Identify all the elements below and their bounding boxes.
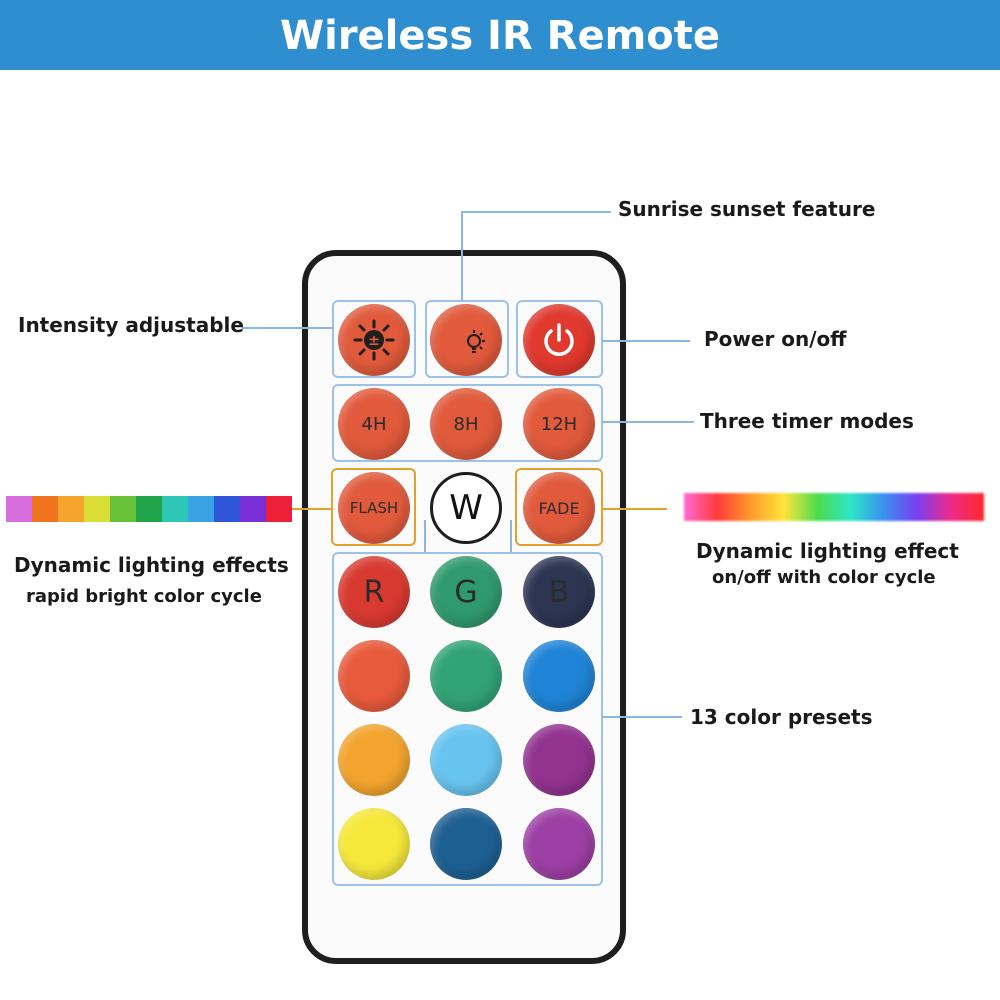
fade-callout-subtitle: on/off with color cycle	[712, 567, 936, 588]
sunrise-leader-horizontal	[461, 211, 611, 213]
red-button[interactable]: R	[338, 556, 410, 628]
power-leader	[602, 340, 690, 342]
fade-frame	[515, 468, 603, 546]
strip-swatch	[240, 496, 266, 522]
strip-swatch	[266, 496, 292, 522]
green-label: G	[454, 574, 478, 610]
timer-4h-button[interactable]: 4H	[338, 388, 410, 460]
color-preset-button[interactable]	[338, 724, 410, 796]
timer-leader	[602, 421, 694, 423]
brightness-button[interactable]: ±	[338, 304, 410, 376]
intensity-leader	[242, 327, 334, 329]
svg-text:±: ±	[368, 333, 380, 349]
power-icon	[523, 304, 595, 376]
color-preset-button[interactable]	[523, 808, 595, 880]
presets-frame	[332, 552, 603, 886]
fade-leader	[602, 508, 667, 510]
presets-callout: 13 color presets	[690, 705, 873, 729]
timer-4h-label: 4H	[361, 413, 387, 435]
strip-swatch	[110, 496, 136, 522]
sunrise-leader-vertical	[461, 211, 463, 301]
moon-sun-icon	[430, 304, 502, 376]
presets-frame-notch-left	[424, 520, 426, 552]
color-preset-button[interactable]	[430, 640, 502, 712]
timer-12h-label: 12H	[540, 413, 578, 435]
color-preset-button[interactable]	[523, 724, 595, 796]
sunrise-callout: Sunrise sunset feature	[618, 197, 876, 221]
green-button[interactable]: G	[430, 556, 502, 628]
flash-label: FLASH	[349, 499, 399, 517]
flash-callout-title: Dynamic lighting effects	[14, 553, 289, 577]
strip-swatch	[162, 496, 188, 522]
fade-callout-title: Dynamic lighting effect	[696, 539, 959, 563]
strip-swatch	[214, 496, 240, 522]
presets-frame-notch-right	[510, 520, 512, 552]
strip-swatch	[32, 496, 58, 522]
page-title: Wireless IR Remote	[279, 13, 721, 59]
title-banner	[0, 0, 1000, 70]
gradient-bar	[684, 493, 984, 521]
intensity-callout: Intensity adjustable	[18, 313, 244, 337]
flash-color-strip	[6, 496, 292, 522]
fade-label: FADE	[538, 498, 580, 518]
sunrise-sunset-button[interactable]	[430, 304, 502, 376]
timer-8h-button[interactable]: 8H	[430, 388, 502, 460]
blue-button[interactable]: B	[523, 556, 595, 628]
timer-frame	[332, 384, 603, 462]
sunrise-frame	[425, 300, 509, 378]
blue-label: B	[548, 574, 570, 610]
fade-color-gradient	[684, 493, 984, 521]
color-preset-button[interactable]	[523, 640, 595, 712]
timer-12h-button[interactable]: 12H	[523, 388, 595, 460]
power-frame	[516, 300, 603, 378]
brightness-icon: ±	[338, 304, 410, 376]
color-preset-button[interactable]	[338, 808, 410, 880]
color-preset-button[interactable]	[430, 724, 502, 796]
intensity-frame	[332, 300, 416, 378]
strip-swatch	[84, 496, 110, 522]
power-button[interactable]	[523, 304, 595, 376]
fade-button[interactable]: FADE	[523, 472, 595, 544]
white-label: W	[449, 488, 483, 528]
strip-swatch	[58, 496, 84, 522]
flash-leader	[290, 508, 332, 510]
strip-swatch	[188, 496, 214, 522]
strip-swatch	[136, 496, 162, 522]
red-label: R	[363, 574, 385, 610]
flash-frame	[331, 468, 416, 546]
color-preset-button[interactable]	[430, 808, 502, 880]
timer-callout: Three timer modes	[700, 409, 914, 433]
flash-button[interactable]: FLASH	[338, 472, 410, 544]
color-preset-button[interactable]	[338, 640, 410, 712]
timer-8h-label: 8H	[453, 413, 479, 435]
power-callout: Power on/off	[704, 327, 847, 351]
white-button[interactable]: W	[430, 472, 502, 544]
presets-leader	[602, 716, 682, 718]
strip-swatch	[6, 496, 32, 522]
flash-callout-subtitle: rapid bright color cycle	[26, 586, 262, 607]
